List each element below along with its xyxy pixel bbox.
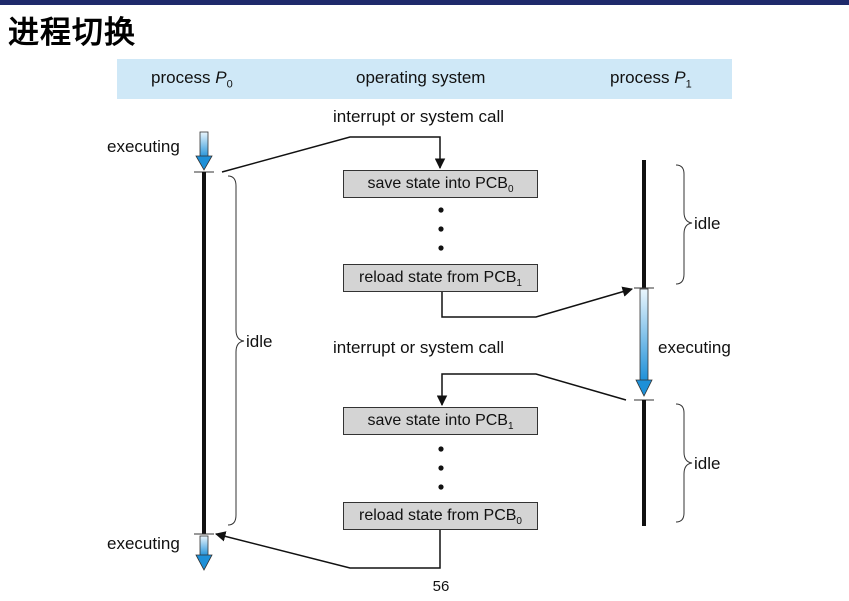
- box-save-state-pcb0: save state into PCB0: [343, 170, 538, 198]
- label-idle-p1-bottom: idle: [694, 454, 721, 473]
- slide-title: 进程切换: [8, 15, 136, 51]
- box-save-state-pcb1: save state into PCB1: [343, 407, 538, 435]
- header-process-p0: process P0: [151, 68, 233, 91]
- arrow-p0-to-os: [221, 136, 446, 173]
- box-reload-state-pcb0: reload state from PCB0: [343, 502, 538, 530]
- header-operating-system: operating system: [356, 68, 486, 87]
- label-interrupt-2: interrupt or system call: [333, 338, 504, 357]
- ellipsis-dots-top: [438, 207, 444, 251]
- column-header-band: [117, 59, 732, 99]
- label-idle-p1-top: idle: [694, 214, 721, 233]
- header-process-p1: process P1: [610, 68, 692, 91]
- label-idle-p0: idle: [246, 332, 273, 351]
- top-accent-bar: [0, 0, 849, 5]
- p1-executing-arrow: [635, 288, 653, 397]
- arrow-os-to-p0: [214, 530, 441, 569]
- p1-idle-brace-bottom: [675, 403, 693, 523]
- page-number: 56: [432, 578, 450, 595]
- p0-executing-arrow-top: [195, 131, 213, 171]
- arrow-os-to-p1: [441, 286, 634, 318]
- label-executing-p1: executing: [658, 338, 731, 357]
- label-executing-p0-top: executing: [107, 137, 180, 156]
- box-reload-state-pcb1: reload state from PCB1: [343, 264, 538, 292]
- p1-idle-brace-top: [675, 164, 693, 285]
- p0-idle-brace: [227, 175, 245, 526]
- label-interrupt-1: interrupt or system call: [333, 107, 504, 126]
- label-executing-p0-bottom: executing: [107, 534, 180, 553]
- arrow-p1-to-os: [436, 373, 627, 407]
- ellipsis-dots-bottom: [438, 446, 444, 490]
- p0-executing-arrow-bottom: [195, 535, 213, 571]
